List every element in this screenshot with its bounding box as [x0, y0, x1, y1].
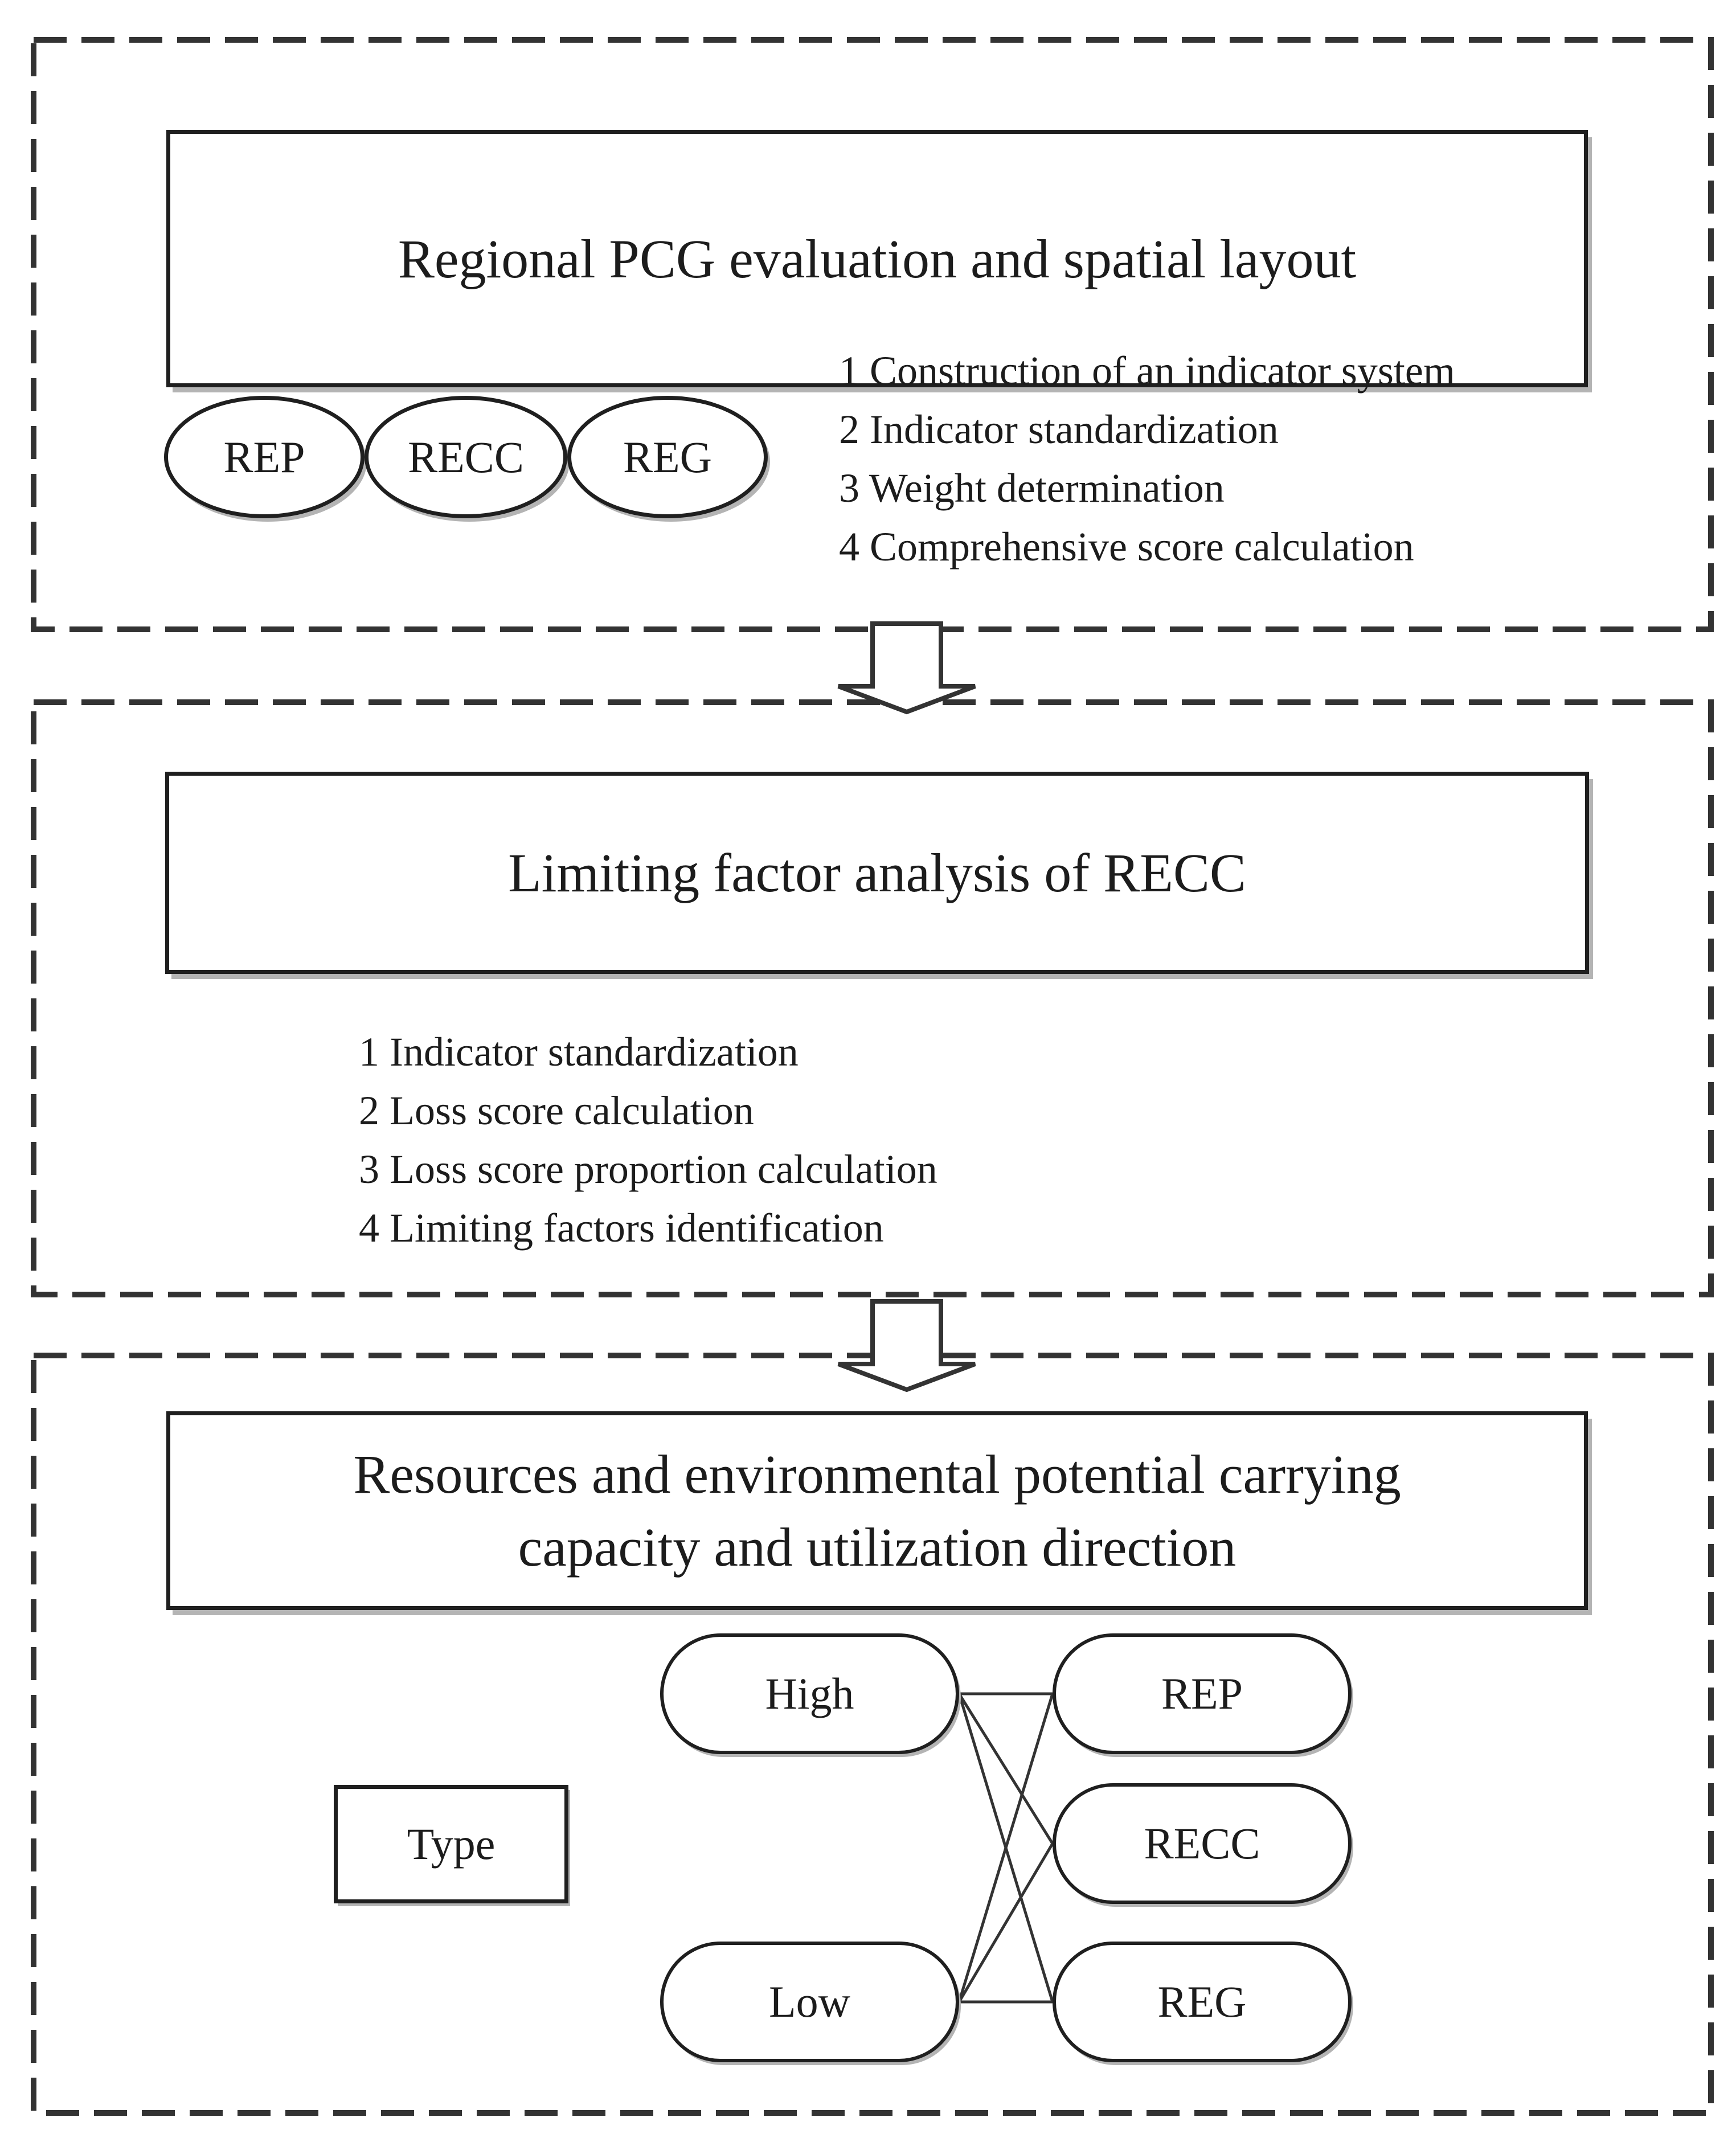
section3-title-line2: capacity and utilization direction — [518, 1516, 1237, 1578]
list-item: 4 Comprehensive score calculation — [839, 524, 1414, 570]
down-arrow-icon — [837, 1299, 976, 1392]
ellipse-reg-label: REG — [623, 432, 712, 482]
section1-step-list: 1 Construction of an indicator system 2 … — [839, 342, 1455, 576]
section2-title-box: Limiting factor analysis of RECC — [165, 772, 1589, 974]
node-recc: RECC — [1053, 1783, 1352, 1904]
ellipse-recc-label: RECC — [408, 432, 524, 482]
ellipse-rep-label: REP — [223, 432, 305, 482]
list-item: 3 Loss score proportion calculation — [359, 1146, 937, 1192]
section1-title-box: Regional PCG evaluation and spatial layo… — [166, 130, 1588, 387]
type-box: Type — [334, 1785, 568, 1903]
node-low: Low — [660, 1942, 959, 2062]
section2-dashed-border — [31, 699, 1714, 1297]
list-item: 1 Indicator standardization — [359, 1029, 799, 1075]
section1-title: Regional PCG evaluation and spatial layo… — [398, 228, 1357, 289]
ellipse-recc: RECC — [365, 396, 567, 518]
list-item: 4 Limiting factors identification — [359, 1205, 884, 1251]
list-item: 3 Weight determination — [839, 465, 1225, 511]
list-item: 2 Indicator standardization — [839, 407, 1279, 452]
node-rep-label: REP — [1161, 1669, 1243, 1718]
section2-step-list: 1 Indicator standardization 2 Loss score… — [359, 1023, 937, 1258]
node-reg: REG — [1053, 1942, 1352, 2062]
node-low-label: Low — [769, 1977, 850, 2026]
node-rep: REP — [1053, 1633, 1352, 1754]
list-item: 2 Loss score calculation — [359, 1088, 754, 1133]
ellipse-rep: REP — [164, 396, 365, 518]
section3-title-line1: Resources and environmental potential ca… — [353, 1443, 1401, 1505]
edge-low-recc — [957, 1842, 1054, 2003]
node-recc-label: RECC — [1144, 1819, 1260, 1868]
edge-low-rep — [957, 1693, 1054, 2002]
type-box-label: Type — [407, 1819, 496, 1869]
edge-high-recc — [957, 1693, 1054, 1845]
list-item: 1 Construction of an indicator system — [839, 348, 1455, 394]
ellipse-reg: REG — [567, 396, 768, 518]
section3-title-box: Resources and environmental potential ca… — [166, 1411, 1588, 1610]
down-arrow-icon — [837, 621, 976, 715]
node-reg-label: REG — [1157, 1977, 1247, 2026]
node-high-label: High — [765, 1669, 854, 1718]
node-high: High — [660, 1633, 959, 1754]
section2-title: Limiting factor analysis of RECC — [508, 842, 1246, 903]
section1-dashed-border — [31, 37, 1714, 632]
